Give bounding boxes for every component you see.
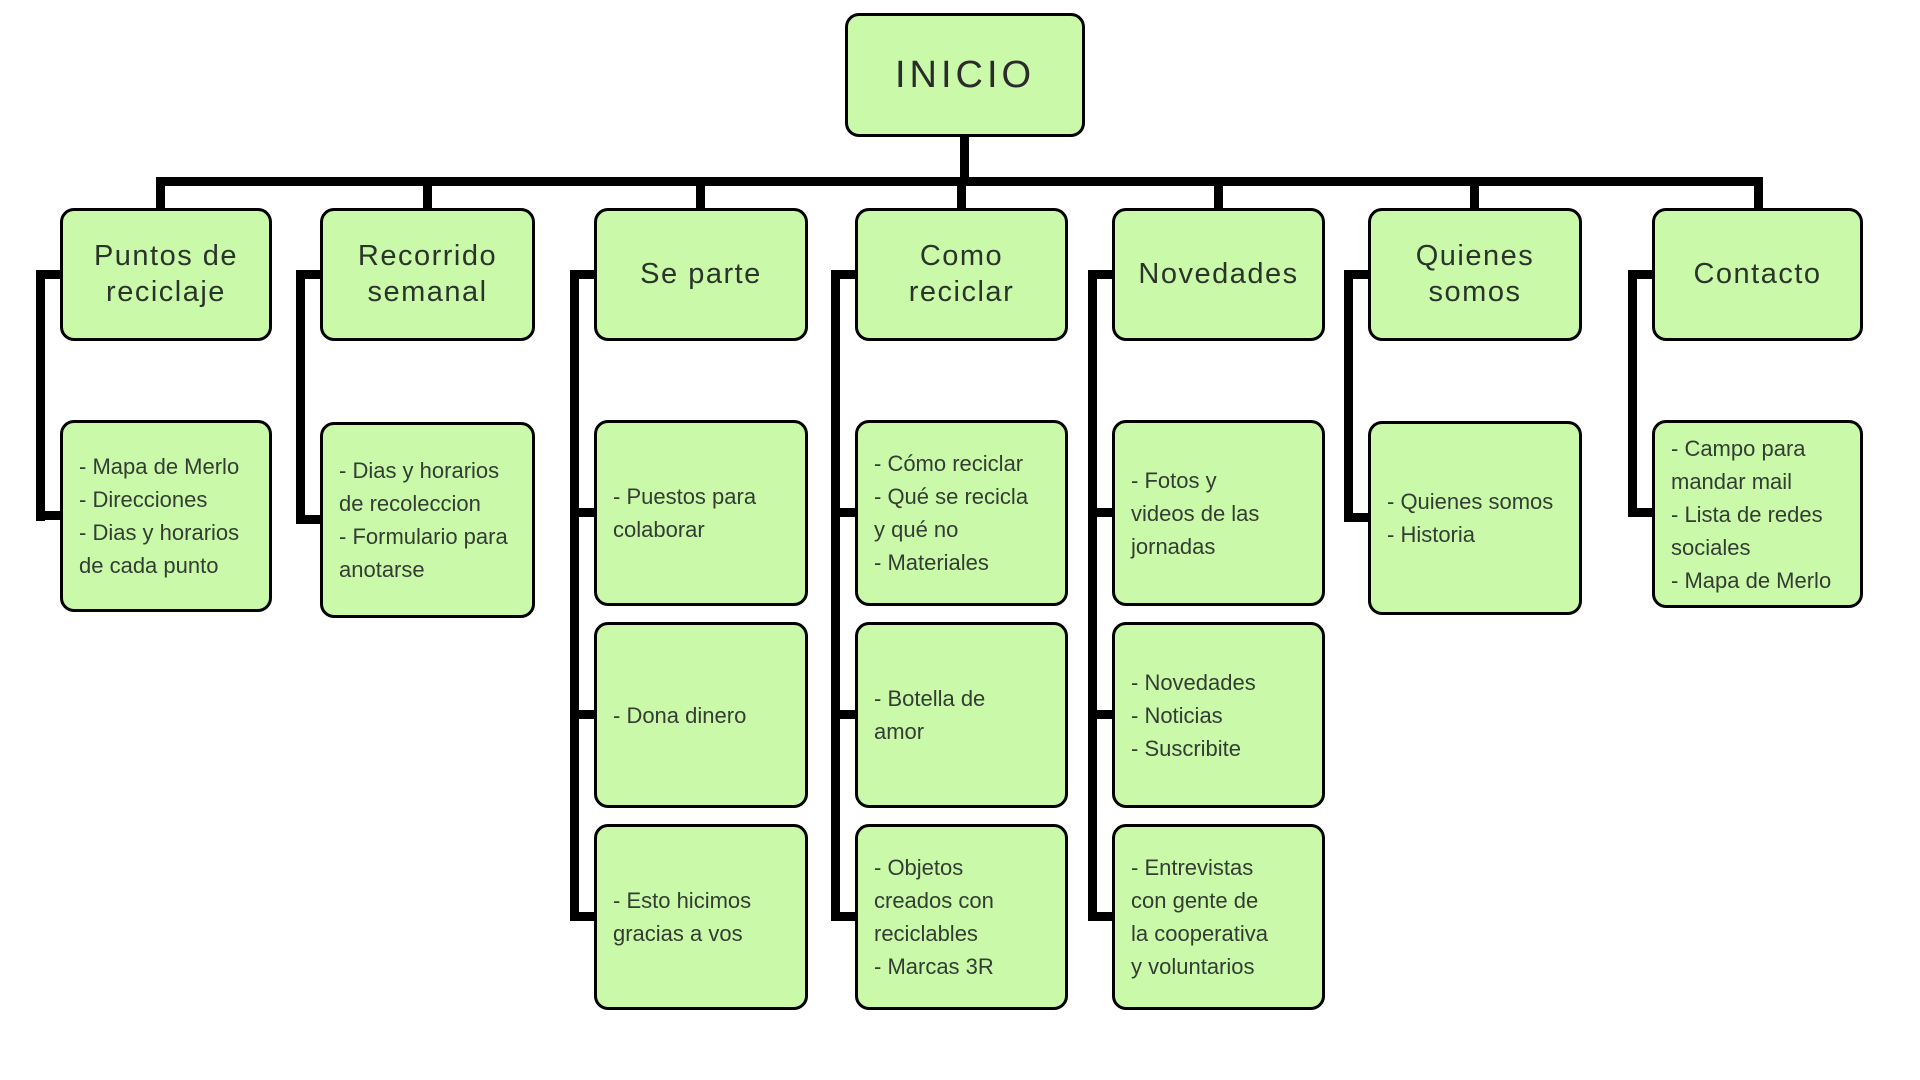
connector-elbow: [831, 912, 855, 921]
connector-drop-6: [1470, 177, 1479, 209]
node-objetos-reciclables[interactable]: - Objetos creados con reciclables - Marc…: [855, 824, 1068, 1010]
connector-root-stub: [960, 136, 969, 182]
connector-elbow: [570, 270, 594, 279]
connector-spine: [1344, 270, 1353, 522]
connector-elbow: [1628, 508, 1652, 517]
node-label: Novedades: [1138, 257, 1299, 290]
node-inicio-label: INICIO: [894, 53, 1036, 96]
node-entrevistas[interactable]: - Entrevistas con gente de la cooperativ…: [1112, 824, 1325, 1010]
node-esto-hicimos[interactable]: - Esto hicimos gracias a vos: [594, 824, 808, 1010]
node-label: Como reciclar: [908, 239, 1015, 308]
node-label: - Cómo reciclar - Qué se recicla y qué n…: [874, 451, 1029, 575]
connector-elbow: [1088, 508, 1112, 517]
node-label: - Campo para mandar mail - Lista de rede…: [1671, 435, 1832, 593]
node-como-reciclar-items[interactable]: - Cómo reciclar - Qué se recicla y qué n…: [855, 420, 1068, 606]
node-quienes-somos-items[interactable]: - Quienes somos - Historia: [1368, 421, 1582, 615]
node-label: Se parte: [640, 257, 762, 290]
node-puntos-de-reciclaje-items[interactable]: - Mapa de Merlo - Direcciones - Dias y h…: [60, 420, 272, 612]
connector-drop-5: [1214, 177, 1223, 209]
node-label: Recorrido semanal: [357, 239, 498, 308]
node-inicio[interactable]: INICIO: [845, 13, 1085, 137]
node-dona-dinero[interactable]: - Dona dinero: [594, 622, 808, 808]
node-como-reciclar[interactable]: Como reciclar: [855, 208, 1068, 341]
node-label: - Fotos y videos de las jornadas: [1131, 467, 1260, 559]
node-botella-de-amor[interactable]: - Botella de amor: [855, 622, 1068, 808]
connector-elbow: [36, 511, 60, 520]
connector-spine: [1088, 270, 1097, 921]
node-label: - Dona dinero: [613, 702, 747, 728]
connector-elbow: [831, 508, 855, 517]
node-label: - Botella de amor: [874, 686, 986, 744]
node-label: - Quienes somos - Historia: [1387, 489, 1554, 547]
connector-elbow: [296, 515, 320, 524]
node-label: - Entrevistas con gente de la cooperativ…: [1131, 855, 1268, 979]
connector-spine: [1628, 270, 1637, 516]
connector-spine: [831, 270, 840, 921]
connector-spine: [570, 270, 579, 921]
node-label: - Novedades - Noticias - Suscribite: [1131, 669, 1256, 761]
connector-elbow: [831, 270, 855, 279]
node-novedades[interactable]: Novedades: [1112, 208, 1325, 341]
node-recorrido-semanal-items[interactable]: - Dias y horarios de recoleccion - Formu…: [320, 422, 535, 618]
node-noticias-suscribite[interactable]: - Novedades - Noticias - Suscribite: [1112, 622, 1325, 808]
node-puntos-de-reciclaje[interactable]: Puntos de reciclaje: [60, 208, 272, 341]
connector-elbow: [296, 270, 320, 279]
connector-drop-1: [156, 177, 165, 209]
connector-elbow: [1344, 513, 1368, 522]
node-recorrido-semanal[interactable]: Recorrido semanal: [320, 208, 535, 341]
connector-elbow: [1088, 270, 1112, 279]
connector-elbow: [1628, 270, 1652, 279]
connector-drop-3: [696, 177, 705, 209]
connector-elbow: [1088, 912, 1112, 921]
node-label: Quienes somos: [1415, 239, 1535, 308]
node-contacto-items[interactable]: - Campo para mandar mail - Lista de rede…: [1652, 420, 1863, 608]
connector-elbow: [831, 710, 855, 719]
connector-drop-2: [423, 177, 432, 209]
connector-spine: [296, 270, 305, 524]
node-quienes-somos[interactable]: Quienes somos: [1368, 208, 1582, 341]
node-fotos-videos[interactable]: - Fotos y videos de las jornadas: [1112, 420, 1325, 606]
connector-elbow: [1344, 270, 1368, 279]
connector-elbow: [570, 710, 594, 719]
connector-spine: [36, 270, 45, 521]
connector-elbow: [570, 912, 594, 921]
node-label: - Esto hicimos gracias a vos: [613, 888, 752, 946]
connector-elbow: [1088, 710, 1112, 719]
node-label: Puntos de reciclaje: [93, 239, 239, 308]
node-label: - Dias y horarios de recoleccion - Formu…: [339, 458, 508, 582]
connector-elbow: [570, 508, 594, 517]
node-label: - Puestos para colaborar: [613, 484, 757, 542]
node-label: Contacto: [1693, 257, 1822, 290]
connector-drop-4: [957, 177, 966, 209]
node-label: - Mapa de Merlo - Direcciones - Dias y h…: [79, 454, 240, 578]
node-se-parte[interactable]: Se parte: [594, 208, 808, 341]
node-contacto[interactable]: Contacto: [1652, 208, 1863, 341]
node-puestos-para-colaborar[interactable]: - Puestos para colaborar: [594, 420, 808, 606]
connector-drop-7: [1754, 177, 1763, 209]
connector-elbow: [36, 270, 60, 279]
node-label: - Objetos creados con reciclables - Marc…: [874, 855, 994, 979]
